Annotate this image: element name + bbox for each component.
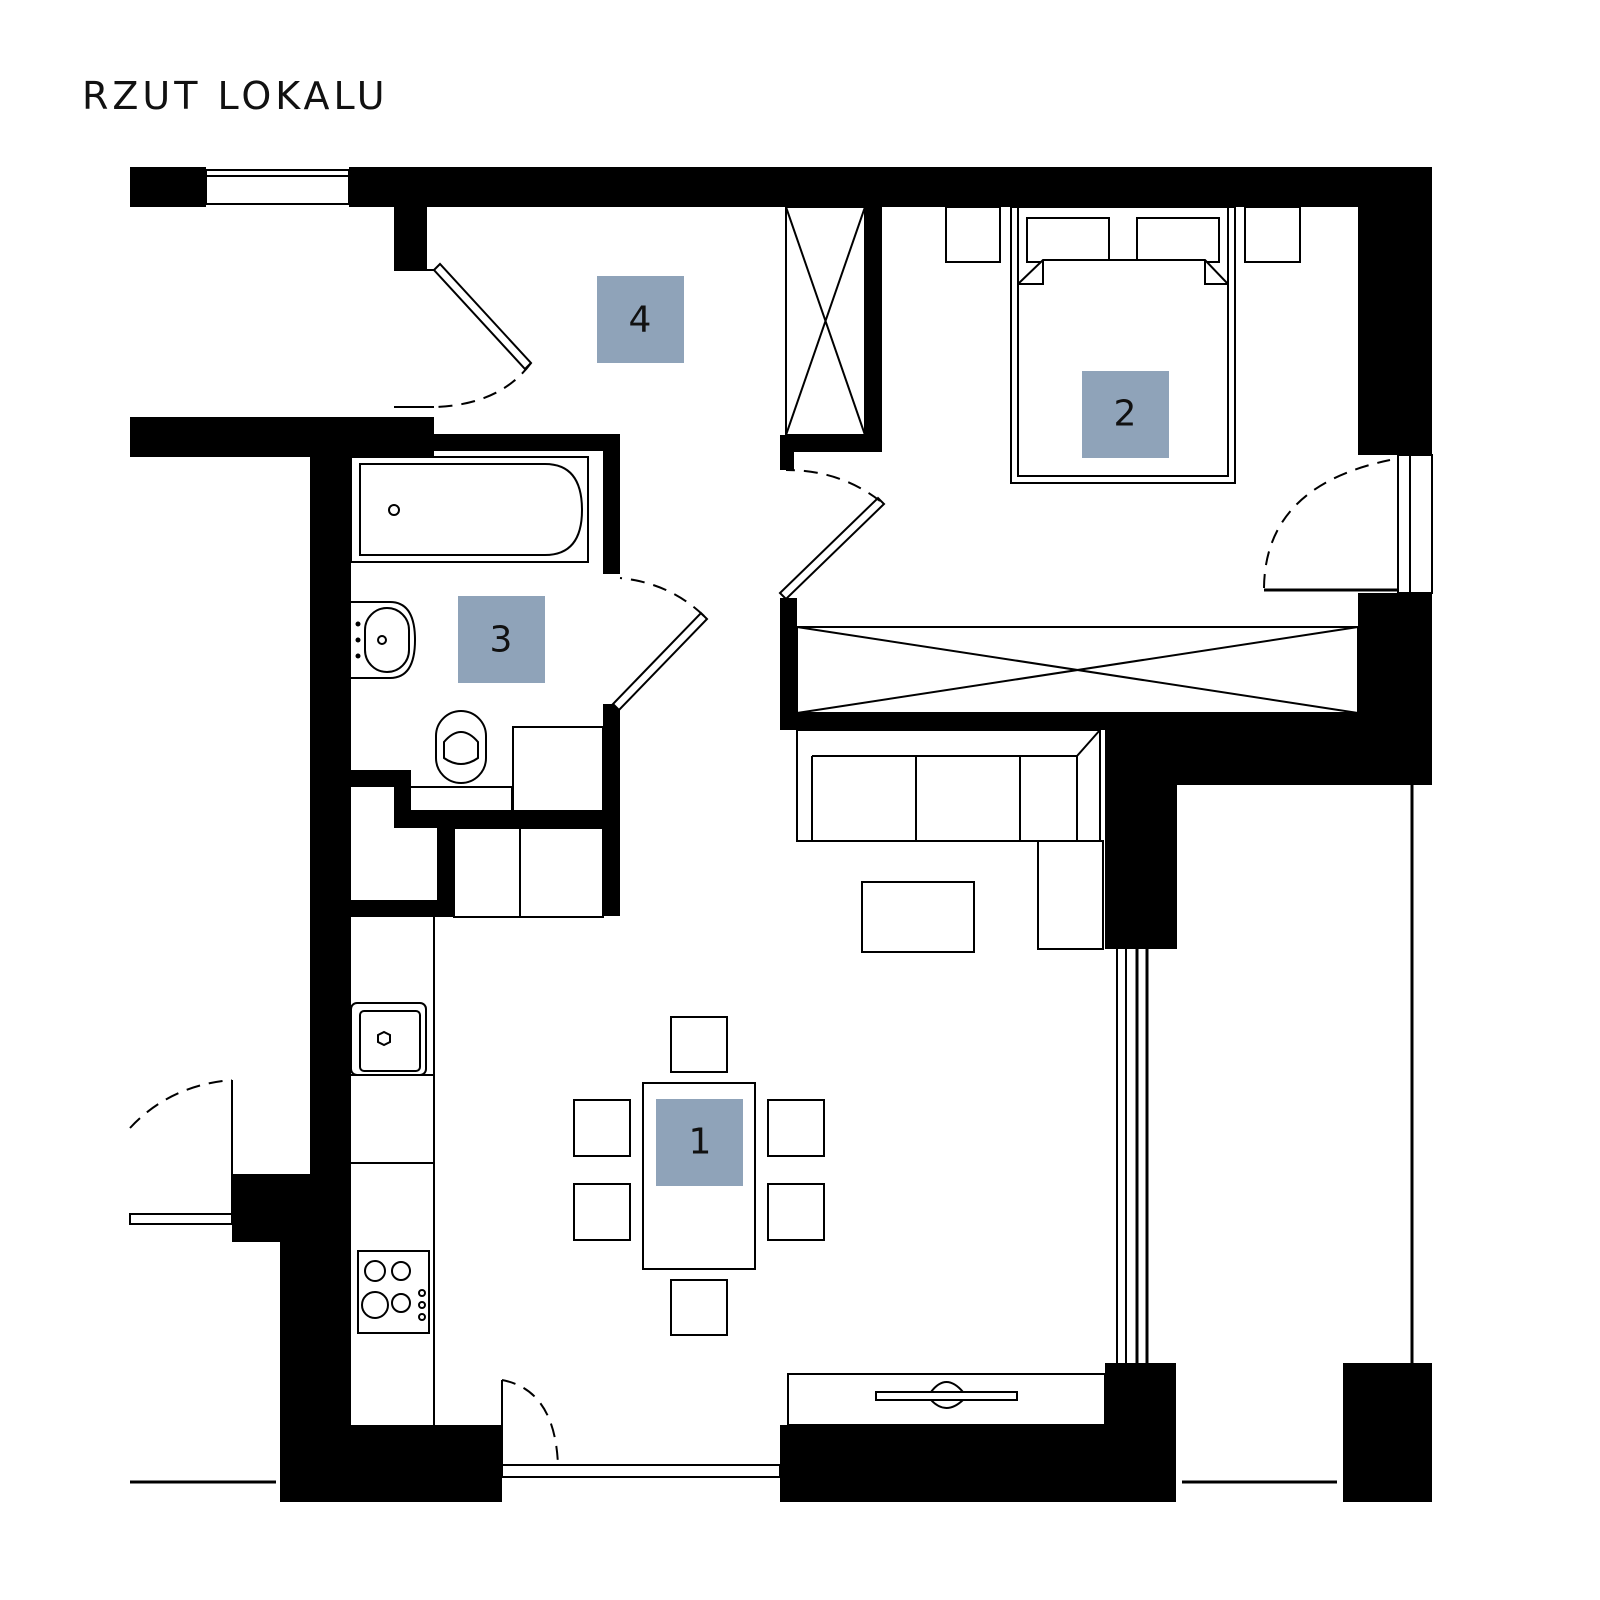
balcony-sliding-door: [1116, 949, 1127, 1363]
wardrobe-icon: [785, 206, 1359, 714]
bed-icon: [1010, 206, 1236, 484]
washbasin-icon: [351, 601, 417, 679]
room-tag-4: 4: [597, 276, 684, 363]
page-title: RZUT LOKALU: [82, 74, 389, 118]
door-swing-icon: [129, 262, 1398, 1466]
storage-closet: [453, 827, 604, 918]
chair-icon: [573, 1016, 825, 1336]
kitchen-counter: [351, 917, 435, 1425]
radiator-icon: [787, 1373, 1106, 1426]
room-number: 1: [689, 1122, 712, 1163]
washing-machine: [512, 726, 604, 812]
bathtub-icon: [350, 456, 589, 563]
room-number: 2: [1114, 394, 1137, 435]
toilet-icon: [409, 710, 513, 812]
cooktop-icon: [357, 1250, 430, 1334]
nightstand: [945, 206, 1301, 263]
kitchen-sink-icon: [350, 1002, 427, 1076]
sofa-icon: [796, 729, 1104, 950]
windows: [129, 169, 1433, 1484]
walls: [130, 167, 1432, 1502]
room-number: 4: [629, 300, 652, 341]
room-tag-1: 1: [656, 1099, 743, 1186]
room-number: 3: [490, 620, 513, 661]
room-tag-3: 3: [458, 596, 545, 683]
coffee-table: [861, 881, 975, 953]
room-tag-2: 2: [1082, 371, 1169, 458]
